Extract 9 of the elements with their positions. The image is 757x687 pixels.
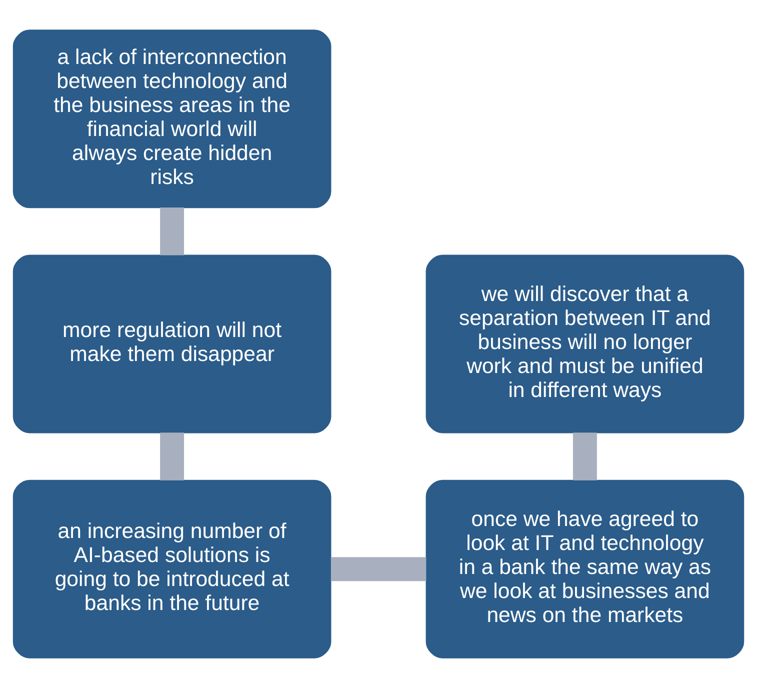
connector <box>572 432 597 480</box>
node-box: more regulation will not make them disappear <box>12 254 332 433</box>
node-box: we will discover that a separation between IT and business will no longer work and must be unified in different ways <box>426 254 744 433</box>
node-box: a lack of interconnection between technology and the business areas in the financial world will always create hidden risks <box>12 29 332 208</box>
connector <box>330 556 426 581</box>
node-box: an increasing number of AI-based solutions is going to be introduced at banks in the future <box>12 479 332 658</box>
node-box: once we have agreed to look at IT and technology in a bank the same way as we look at businesses and news on the markets <box>426 479 744 658</box>
connector <box>160 207 184 255</box>
connector <box>160 432 184 480</box>
